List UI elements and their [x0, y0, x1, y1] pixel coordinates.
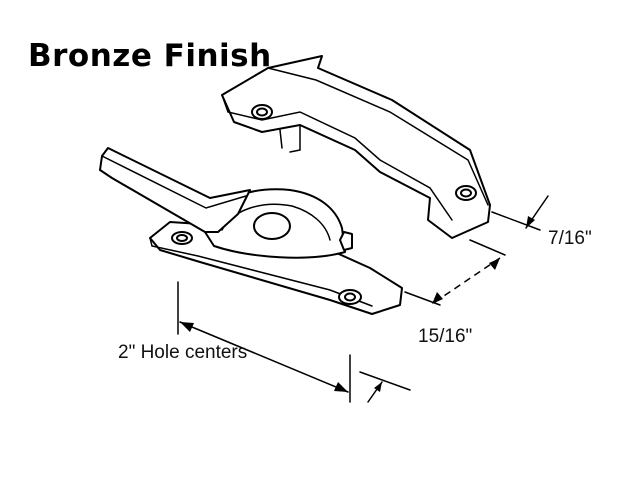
dimension-lines	[177, 195, 549, 403]
width-label: 15/16"	[418, 326, 473, 347]
lock-drawing	[99, 147, 403, 315]
keeper-drawing	[221, 55, 491, 239]
finish-title: Bronze Finish	[28, 38, 272, 74]
keeper-depth-label: 7/16"	[548, 228, 592, 249]
hole-centers-label: 2" Hole centers	[118, 342, 248, 363]
